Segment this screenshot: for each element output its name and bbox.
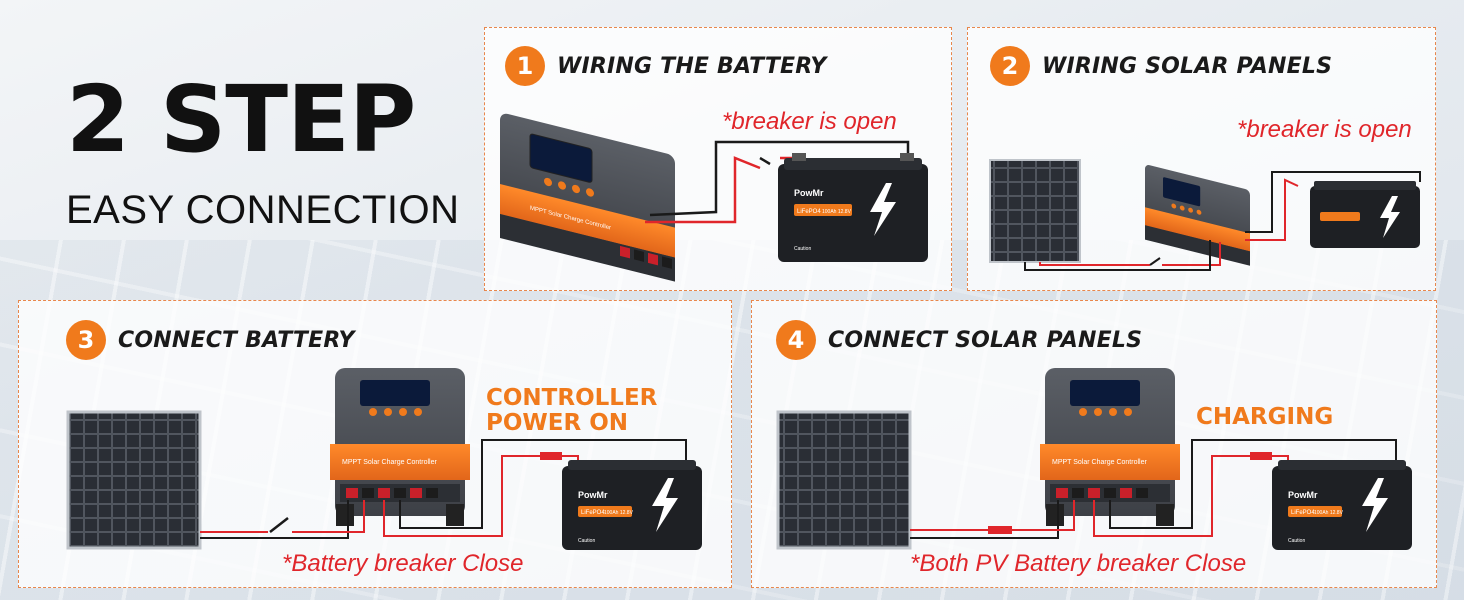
controller-orange-band — [500, 184, 675, 258]
step-1-number: 1 — [505, 46, 545, 86]
step-4-callout: CHARGING — [1196, 404, 1334, 430]
lightning-icon — [652, 478, 678, 532]
pv-breaker-open — [269, 517, 289, 533]
wire-negative — [649, 140, 910, 217]
battery-wire-negative — [399, 439, 687, 529]
battery-wire-positive — [1093, 455, 1250, 537]
solar-panel — [66, 410, 202, 550]
lightning-icon — [870, 183, 896, 236]
step-3-diagram: MPPT Solar Charge Controller PowMr LiFeP… — [66, 368, 702, 550]
step-3-callout-line1: CONTROLLER — [486, 385, 658, 411]
battery-chemistry: LiFePO4 — [581, 510, 605, 516]
step-4-header: 4 CONNECT SOLAR PANELS — [776, 320, 1142, 360]
battery-caution: Caution — [578, 538, 595, 544]
controller-label: MPPT Solar Charge Controller — [342, 459, 437, 466]
charge-controller: MPPT Solar Charge Controller — [1040, 368, 1180, 526]
battery-brand: PowMr — [794, 188, 824, 198]
lightning-icon — [1362, 478, 1388, 532]
battery-caution: Caution — [1288, 538, 1305, 544]
controller-screen — [529, 133, 593, 183]
step-2-number: 2 — [990, 46, 1030, 86]
battery: PowMr LiFePO4 100Ah 12.8V Caution — [1272, 460, 1412, 550]
battery: PowMr LiFePO4 100Ah 12.8V Caution — [562, 460, 702, 550]
headline-title: 2 STEP — [66, 66, 416, 173]
solar-panel — [989, 159, 1081, 263]
charge-controller — [1145, 165, 1251, 266]
step-3-callout-line2: POWER ON — [486, 410, 629, 437]
step-4-callout-line1: CHARGING — [1196, 404, 1334, 430]
step-3-header: 3 CONNECT BATTERY — [66, 320, 355, 360]
controller-screen — [1070, 380, 1140, 406]
battery-brand: PowMr — [1288, 490, 1318, 500]
battery-spec: 100Ah 12.8V — [604, 510, 634, 516]
battery-caution: Caution — [794, 246, 811, 252]
charge-controller: MPPT Solar Charge Controller — [500, 113, 675, 282]
controller-screen — [360, 380, 430, 406]
headline: 2 STEP EASY CONNECTION — [66, 74, 460, 233]
step-2-note: *breaker is open — [1237, 116, 1412, 143]
battery-wire-positive — [383, 455, 540, 537]
charge-controller: MPPT Solar Charge Controller — [330, 368, 470, 526]
step-3-title: CONNECT BATTERY — [118, 327, 355, 353]
step-4-diagram: MPPT Solar Charge Controller PowMr LiFeP… — [776, 368, 1412, 550]
pv-breaker-closed — [988, 526, 1012, 534]
breaker-closed — [540, 452, 562, 460]
breaker-closed — [1250, 452, 1272, 460]
battery-wire-negative — [1109, 439, 1397, 529]
step-2-diagram — [989, 159, 1421, 271]
step-3-note: *Battery breaker Close — [282, 550, 524, 577]
step-2-title: WIRING SOLAR PANELS — [1042, 53, 1333, 79]
step-3-callout: CONTROLLER POWER ON — [486, 385, 658, 437]
pv-breaker-open — [1149, 257, 1161, 266]
step-1-note: *breaker is open — [722, 108, 897, 135]
step-1-diagram: MPPT Solar Charge Controller PowMr LiFeP… — [500, 113, 928, 282]
breaker-switch-open — [759, 156, 771, 166]
battery-spec: 100Ah 12.8V — [822, 209, 852, 215]
controller-label: MPPT Solar Charge Controller — [1052, 459, 1147, 466]
battery-chemistry: LiFePO4 — [1291, 510, 1315, 516]
wire-positive — [645, 156, 761, 224]
step-4-number: 4 — [776, 320, 816, 360]
headline-subtitle: EASY CONNECTION — [66, 188, 460, 232]
battery — [1310, 181, 1420, 248]
step-3-number: 3 — [66, 320, 106, 360]
step-4-title: CONNECT SOLAR PANELS — [828, 327, 1143, 353]
solar-panel — [776, 410, 912, 550]
step-2-header: 2 WIRING SOLAR PANELS — [990, 46, 1332, 86]
step-4-note: *Both PV Battery breaker Close — [910, 550, 1247, 577]
battery-spec: 100Ah 12.8V — [1314, 510, 1344, 516]
battery-brand: PowMr — [578, 490, 608, 500]
step-1-title: WIRING THE BATTERY — [557, 53, 827, 79]
battery: PowMr LiFePO4 100Ah 12.8V Caution — [778, 153, 928, 262]
lightning-icon — [1380, 196, 1400, 238]
step-1-header: 1 WIRING THE BATTERY — [505, 46, 827, 86]
battery-chemistry: LiFePO4 — [797, 209, 821, 215]
pv-wire-positive — [1039, 262, 1150, 266]
